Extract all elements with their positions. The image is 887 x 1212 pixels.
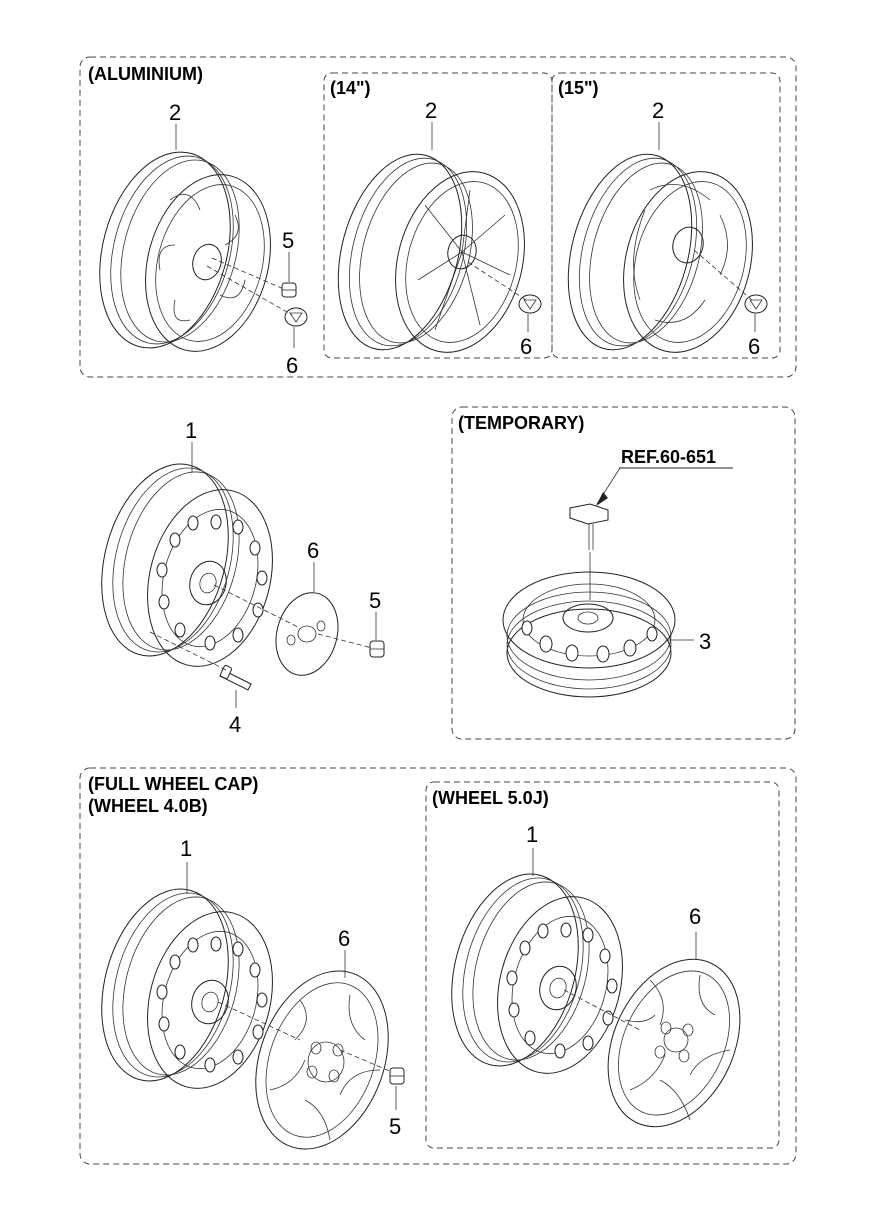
full-cap-lug-nut-drawing xyxy=(389,1067,405,1085)
temporary-title: (TEMPORARY) xyxy=(458,413,584,433)
aluminium-section-box xyxy=(79,56,797,378)
callout-temporary-wheel: 3 xyxy=(699,629,711,654)
wheel-5-0j-title: (WHEEL 5.0J) xyxy=(432,788,549,808)
aluminium-center-cap-drawing xyxy=(284,307,308,327)
callout-aluminium-15-wheel: 2 xyxy=(652,98,664,123)
temporary-ref-arrow xyxy=(596,492,608,506)
callout-aluminium-cap: 6 xyxy=(286,353,298,378)
callout-aluminium-15-cap: 6 xyxy=(748,334,760,359)
callout-full-cap-cap: 6 xyxy=(338,926,350,951)
aluminium-14-sub-box xyxy=(323,72,553,359)
temporary-ref-label: REF.60-651 xyxy=(621,447,716,467)
callout-steel-wheel: 1 xyxy=(185,418,197,443)
callout-steel-valve: 4 xyxy=(229,712,241,737)
aluminium-wheel-drawing xyxy=(99,151,271,352)
full-wheel-cap-drawing xyxy=(255,970,389,1150)
steel-lug-nut-drawing xyxy=(369,640,385,658)
wheel-5-0j-wheel-drawing xyxy=(451,873,623,1074)
callout-aluminium-wheel: 2 xyxy=(169,100,181,125)
aluminium-14-title: (14") xyxy=(330,78,371,98)
wheel-4-0b-title: (WHEEL 4.0B) xyxy=(88,796,208,816)
callout-wheel-5-0j-wheel: 1 xyxy=(526,822,538,847)
callout-steel-nut: 5 xyxy=(369,588,381,613)
temporary-section-box xyxy=(451,406,796,740)
full-wheel-cap-section-box xyxy=(79,767,797,1165)
steel-valve-stem-drawing xyxy=(219,665,252,691)
full-wheel-cap-title: (FULL WHEEL CAP) xyxy=(88,774,258,794)
aluminium-title: (ALUMINIUM) xyxy=(88,64,203,84)
callout-full-cap-wheel: 1 xyxy=(180,836,192,861)
callout-aluminium-14-cap: 6 xyxy=(520,334,532,359)
aluminium-14-center-cap-drawing xyxy=(518,294,542,314)
aluminium-15-wheel-drawing xyxy=(567,153,753,353)
wheel-5-0j-sub-box xyxy=(425,781,780,1149)
callout-wheel-5-0j-cap: 6 xyxy=(689,904,701,929)
aluminium-15-center-cap-drawing xyxy=(744,294,768,314)
callout-aluminium-14-wheel: 2 xyxy=(425,98,437,123)
aluminium-15-sub-box xyxy=(551,72,781,359)
aluminium-15-title: (15") xyxy=(558,78,599,98)
callout-aluminium-nut: 5 xyxy=(282,228,294,253)
aluminium-14-wheel-drawing xyxy=(337,153,525,353)
full-cap-wheel-drawing xyxy=(101,888,273,1089)
aluminium-lug-nut-drawing xyxy=(281,282,297,298)
temporary-wheel-drawing xyxy=(502,571,676,698)
callout-steel-cap: 6 xyxy=(307,538,319,563)
steel-wheel-drawing xyxy=(101,463,273,667)
steel-center-cap-drawing xyxy=(275,592,339,676)
temporary-lug-nut-drawing xyxy=(569,503,609,550)
callout-full-cap-nut: 5 xyxy=(389,1114,401,1139)
wheel-5-0j-wheel-cap-drawing xyxy=(607,958,741,1128)
